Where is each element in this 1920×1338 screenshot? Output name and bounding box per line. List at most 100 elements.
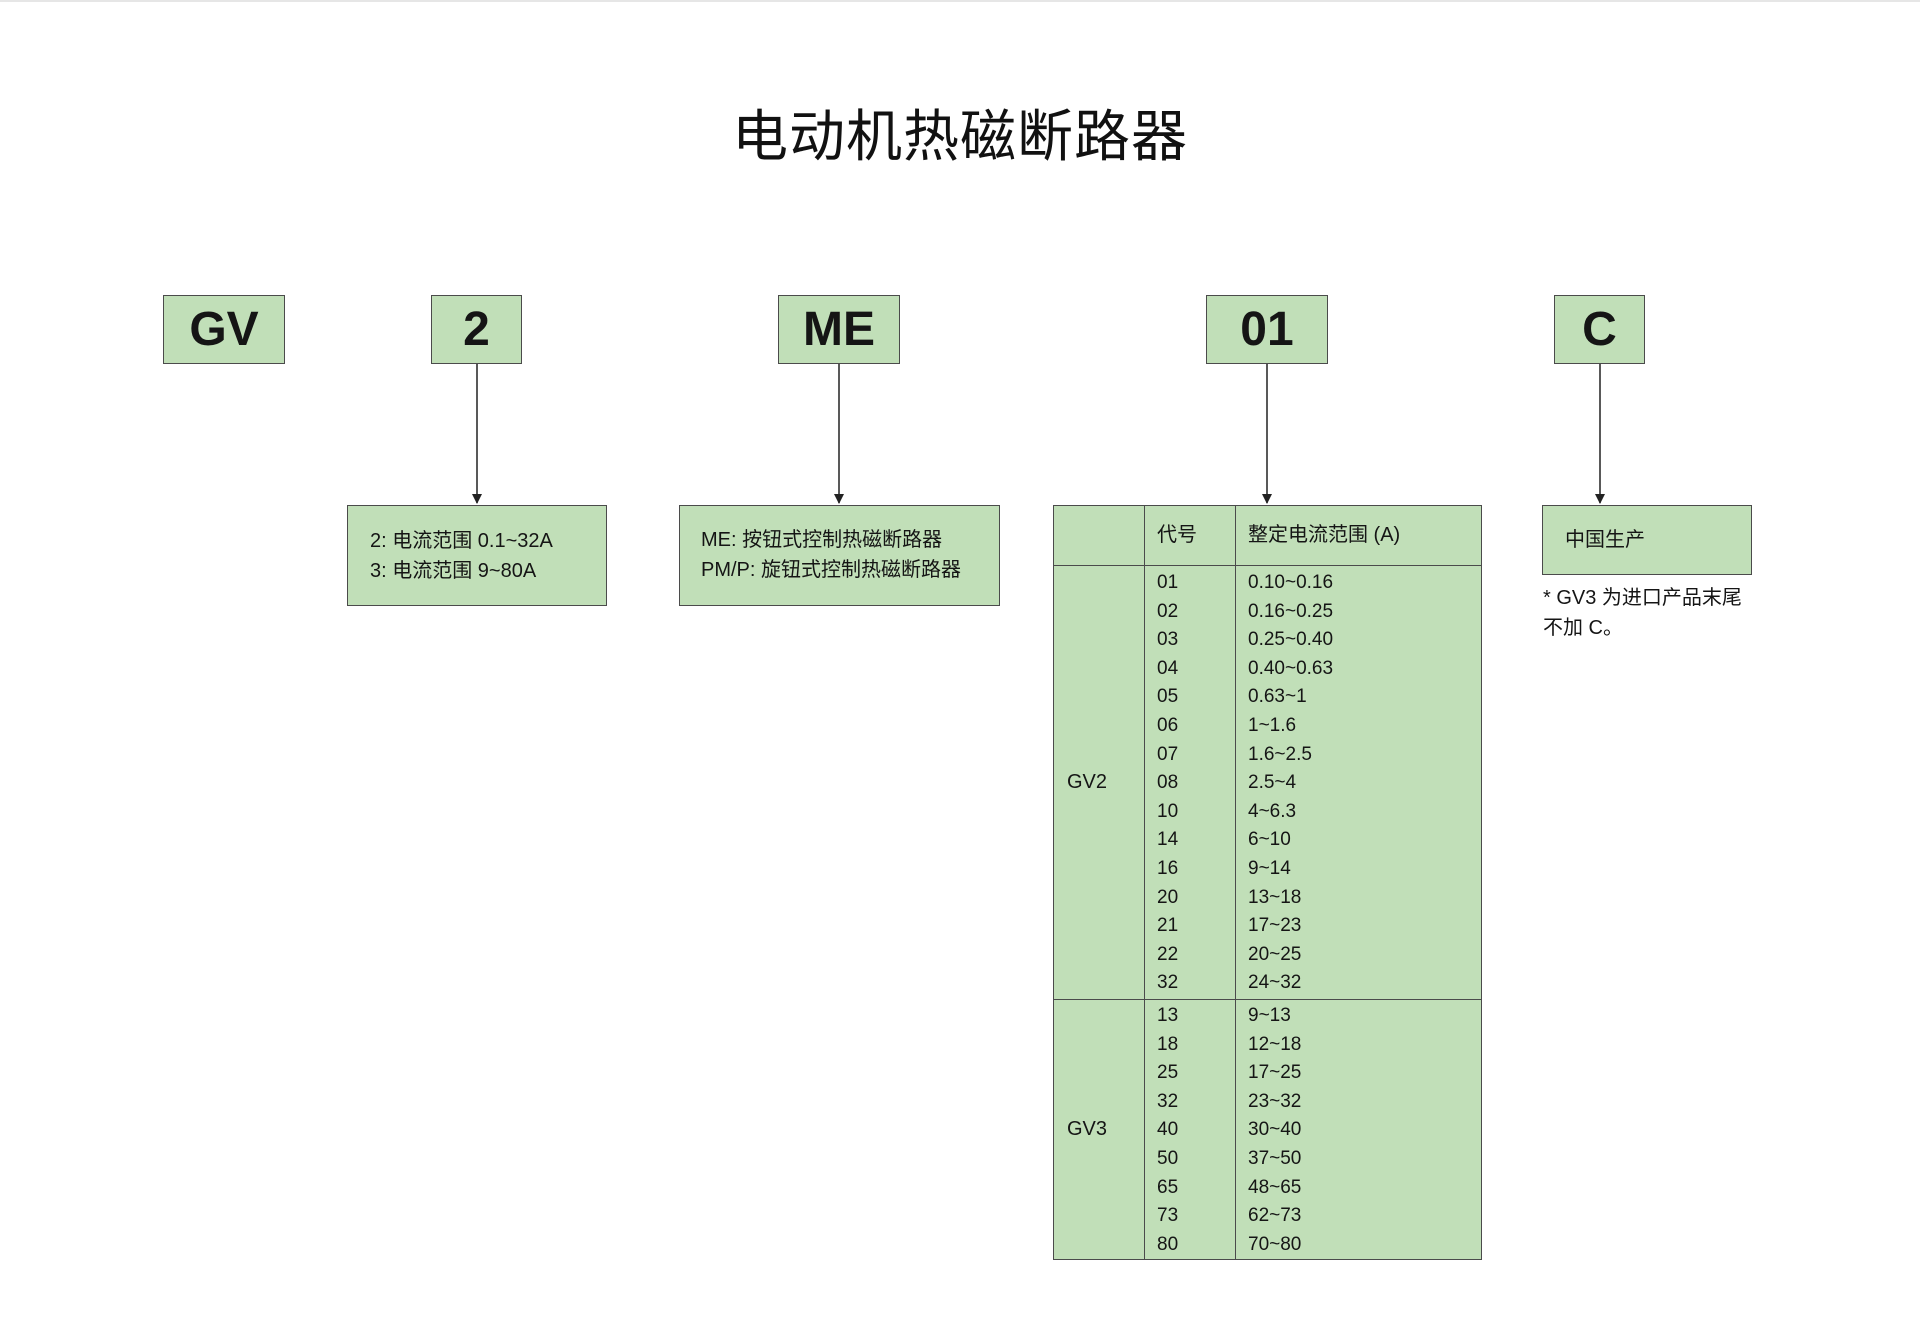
table-cell-range: 0.25~0.40 [1248,629,1334,651]
table-cell-code: 05 [1157,686,1179,708]
origin-description-box: 中国生产 [1542,505,1752,575]
type-description-line: PM/P: 旋钮式控制热磁断路器 [701,559,962,581]
table-column-divider [1235,506,1236,1259]
table-group-label: GV2 [1067,770,1108,793]
table-row: 65 48~65 [1054,1174,1483,1203]
table-cell-code: 18 [1157,1033,1179,1055]
table-row: 32 24~32 [1054,969,1483,998]
table-cell-range: 70~80 [1248,1233,1302,1255]
footnote-line: 不加 C。 [1543,617,1623,639]
table-cell-range: 23~32 [1248,1090,1302,1112]
table-cell-range: 0.63~1 [1248,686,1307,708]
code-box-origin: C [1554,295,1645,364]
table-cell-range: 9~13 [1248,1005,1291,1026]
table-cell-range: 20~25 [1248,943,1302,965]
table-row: 05 0.63~1 [1054,683,1483,712]
table-header-code: 代号 [1157,524,1197,546]
table-cell-range: 13~18 [1248,886,1302,908]
table-cell-code: 08 [1157,772,1179,794]
table-cell-code: 73 [1157,1205,1179,1227]
table-cell-code: 25 [1157,1062,1179,1084]
origin-description-line: 中国生产 [1565,529,1645,551]
table-column-divider [1144,506,1145,1259]
table-cell-code: 50 [1157,1148,1179,1169]
table-cell-range: 6~10 [1248,829,1291,851]
table-row: 80 70~80 [1054,1231,1483,1260]
table-group-divider [1054,999,1481,1000]
table-cell-code: 01 [1157,572,1179,593]
table-cell-range: 17~23 [1248,915,1302,937]
table-row: 02 0.16~0.25 [1054,598,1483,627]
table-row: 20 13~18 [1054,884,1483,913]
series-description-box: 2: 电流范围 0.1~32A 3: 电流范围 9~80A [347,505,607,606]
table-header-range: 整定电流范围 (A) [1248,524,1401,546]
table-cell-code: 32 [1157,972,1179,994]
table-cell-range: 0.16~0.25 [1248,600,1334,622]
code-box-series: GV [163,295,285,364]
current-range-table: 代号 整定电流范围 (A) GV2 GV3 01 0.10~0.16 02 0.16~… [1053,505,1482,1260]
table-header-divider [1054,565,1481,566]
table-cell-code: 20 [1157,886,1179,908]
table-row: 04 0.40~0.63 [1054,655,1483,684]
table-cell-code: 40 [1157,1119,1179,1141]
footnote-line: * GV3 为进口产品末尾 [1543,587,1742,609]
table-cell-code: 32 [1157,1090,1179,1112]
table-cell-range: 9~14 [1248,858,1291,879]
page-title: 电动机热磁断路器 [732,105,1188,170]
type-description-box: ME: 按钮式控制热磁断路器 PM/P: 旋钮式控制热磁断路器 [679,505,1000,606]
table-cell-code: 07 [1157,743,1179,765]
table-cell-range: 30~40 [1248,1119,1302,1141]
table-cell-code: 06 [1157,715,1179,736]
table-row: 50 37~50 [1054,1145,1483,1174]
table-cell-range: 17~25 [1248,1062,1302,1084]
table-cell-code: 03 [1157,629,1179,651]
table-row: 21 17~23 [1054,912,1483,941]
table-row: 01 0.10~0.16 [1054,569,1483,598]
table-cell-range: 0.40~0.63 [1248,657,1334,679]
table-cell-range: 48~65 [1248,1176,1302,1198]
table-cell-code: 65 [1157,1176,1179,1198]
code-box-rating: 01 [1206,295,1328,364]
type-description-line: ME: 按钮式控制热磁断路器 [701,529,943,551]
table-cell-code: 14 [1157,829,1179,851]
table-cell-code: 13 [1157,1005,1179,1026]
table-row: 06 1~1.6 [1054,712,1483,741]
table-row: 10 4~6.3 [1054,798,1483,827]
table-cell-range: 2.5~4 [1248,772,1297,794]
table-row: 03 0.25~0.40 [1054,626,1483,655]
table-cell-range: 1~1.6 [1248,715,1297,736]
table-cell-range: 4~6.3 [1248,800,1297,822]
table-row: 08 2.5~4 [1054,769,1483,798]
table-cell-code: 02 [1157,600,1179,622]
table-row: 73 62~73 [1054,1202,1483,1231]
table-row: 07 1.6~2.5 [1054,741,1483,770]
table-cell-range: 24~32 [1248,972,1302,994]
series-description-line: 3: 电流范围 9~80A [370,560,537,582]
table-cell-code: 21 [1157,915,1179,937]
table-row: 22 20~25 [1054,941,1483,970]
top-divider [0,0,1920,2]
table-group-label: GV3 [1067,1118,1108,1140]
table-cell-code: 10 [1157,800,1179,822]
table-cell-code: 16 [1157,858,1179,879]
table-row: 32 23~32 [1054,1088,1483,1117]
table-cell-code: 22 [1157,943,1179,965]
table-row: 14 6~10 [1054,826,1483,855]
table-row: 18 12~18 [1054,1031,1483,1060]
table-row: 16 9~14 [1054,855,1483,884]
table-row: 25 17~25 [1054,1059,1483,1088]
table-row: 40 30~40 [1054,1116,1483,1145]
code-box-size: 2 [431,295,522,364]
table-cell-range: 37~50 [1248,1148,1302,1169]
footnote: * GV3 为进口产品末尾 不加 C。 [1543,583,1773,643]
code-box-type: ME [778,295,900,364]
table-cell-code: 80 [1157,1233,1179,1255]
table-cell-code: 04 [1157,657,1179,679]
table-cell-range: 12~18 [1248,1033,1302,1055]
table-cell-range: 1.6~2.5 [1248,743,1312,765]
series-description-line: 2: 电流范围 0.1~32A [370,530,553,552]
table-cell-range: 0.10~0.16 [1248,572,1334,593]
table-row: 13 9~13 [1054,1002,1483,1031]
table-cell-range: 62~73 [1248,1205,1302,1227]
